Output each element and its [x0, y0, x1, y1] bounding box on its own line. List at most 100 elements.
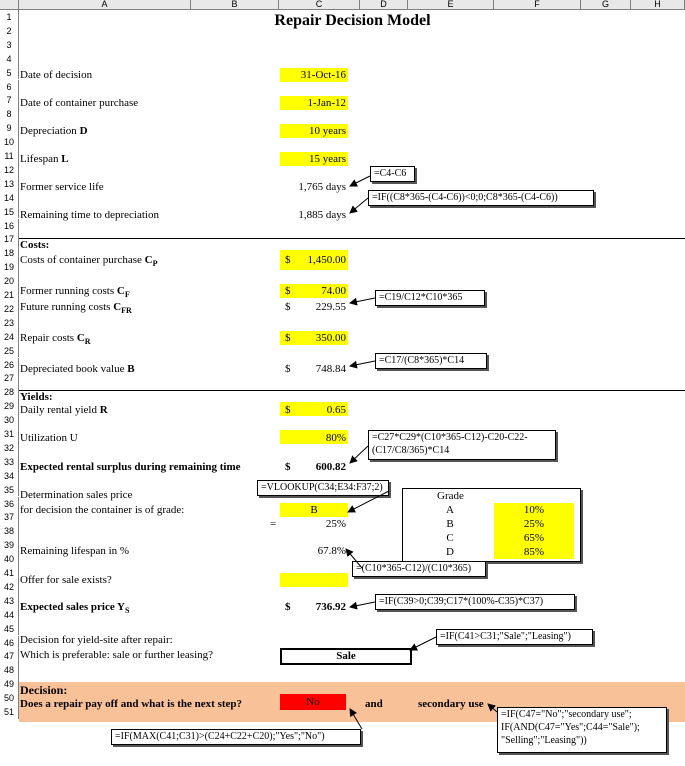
- row-header-41[interactable]: 41: [0, 566, 19, 580]
- row-header-48[interactable]: 48: [0, 663, 19, 678]
- cell-c19-bg[interactable]: [280, 284, 348, 298]
- cell-c8[interactable]: 10 years: [309, 125, 346, 137]
- row-header-32[interactable]: 32: [0, 440, 19, 455]
- row-header-14[interactable]: 14: [0, 190, 19, 205]
- column-header-b[interactable]: B: [191, 0, 279, 10]
- row-header-3[interactable]: 3: [0, 37, 19, 52]
- select-all-corner[interactable]: [0, 0, 19, 10]
- row-header-51[interactable]: 51: [0, 705, 19, 719]
- row-header-7[interactable]: 7: [0, 93, 19, 108]
- cell-c44-sale[interactable]: Sale: [280, 648, 412, 665]
- row-header-29[interactable]: 29: [0, 399, 19, 414]
- cell-c22[interactable]: 350.00: [315, 332, 346, 344]
- cell-c29[interactable]: 80%: [325, 432, 346, 444]
- row-header-25[interactable]: 25: [0, 343, 19, 358]
- row-header-40[interactable]: 40: [0, 552, 19, 566]
- column-header-f[interactable]: F: [494, 0, 581, 10]
- column-header-c[interactable]: C: [279, 0, 360, 10]
- row-header-44[interactable]: 44: [0, 607, 19, 622]
- row-header-21[interactable]: 21: [0, 288, 19, 302]
- cell-c8-bg[interactable]: [280, 124, 348, 138]
- cell-c20[interactable]: 229.55: [315, 301, 346, 313]
- row-header-28[interactable]: 28: [0, 385, 19, 400]
- cell-c19[interactable]: 74.00: [321, 285, 346, 297]
- row-header-8[interactable]: 8: [0, 107, 19, 122]
- cell-c12[interactable]: 1,765 days: [298, 181, 346, 193]
- row-header-33[interactable]: 33: [0, 454, 19, 469]
- cell-c27-bg[interactable]: [280, 402, 348, 416]
- row-header-16[interactable]: 16: [0, 218, 19, 233]
- row-header-23[interactable]: 23: [0, 315, 19, 330]
- cell-c6-bg[interactable]: [280, 96, 348, 110]
- cell-c37[interactable]: 67.8%: [317, 545, 346, 557]
- row-header-4[interactable]: 4: [0, 51, 19, 66]
- row-header-27[interactable]: 27: [0, 371, 19, 386]
- row-header-35[interactable]: 35: [0, 482, 19, 497]
- row-header-39[interactable]: 39: [0, 538, 19, 553]
- row-header-22[interactable]: 22: [0, 301, 19, 316]
- row-header-49[interactable]: 49: [0, 677, 19, 692]
- row-header-5[interactable]: 5: [0, 65, 19, 80]
- cell-c35[interactable]: 25%: [325, 518, 346, 530]
- row-header-34[interactable]: 34: [0, 468, 19, 483]
- grade-c-pct[interactable]: 65%: [523, 532, 545, 544]
- column-header-a[interactable]: A: [19, 0, 191, 10]
- cell-c17[interactable]: 1,450.00: [307, 254, 347, 266]
- row-header-15[interactable]: 15: [0, 204, 19, 219]
- row-header-42[interactable]: 42: [0, 579, 19, 594]
- cell-c27[interactable]: 0.65: [326, 404, 346, 416]
- row-header-20[interactable]: 20: [0, 274, 19, 288]
- row-header-6[interactable]: 6: [0, 79, 19, 94]
- column-header-d[interactable]: D: [360, 0, 408, 10]
- cell-c31[interactable]: 600.82: [315, 461, 346, 473]
- cell-c29-bg[interactable]: [280, 430, 348, 444]
- row-header-31[interactable]: 31: [0, 427, 19, 441]
- row-header-1[interactable]: 1: [0, 10, 19, 24]
- label-secondary-use: secondary use: [418, 698, 484, 710]
- cell-c17-currency: $: [285, 254, 291, 266]
- cell-c24[interactable]: 748.84: [315, 363, 346, 375]
- row-header-38[interactable]: 38: [0, 524, 19, 539]
- cell-c6[interactable]: 1-Jan-12: [307, 97, 347, 109]
- row-header-10[interactable]: 10: [0, 135, 19, 149]
- column-header-g[interactable]: G: [581, 0, 631, 10]
- row-header-12[interactable]: 12: [0, 162, 19, 177]
- cell-c34-bg[interactable]: [280, 503, 348, 517]
- row-header-45[interactable]: 45: [0, 621, 19, 636]
- column-header-e[interactable]: E: [408, 0, 494, 10]
- cell-c19-currency: $: [285, 285, 291, 297]
- row-header-46[interactable]: 46: [0, 635, 19, 650]
- grade-a-pct[interactable]: 10%: [523, 504, 545, 516]
- row-header-19[interactable]: 19: [0, 260, 19, 275]
- cell-c10-bg[interactable]: [280, 152, 348, 166]
- cell-c4-bg[interactable]: [280, 68, 348, 82]
- row-header-18[interactable]: 18: [0, 246, 19, 261]
- formula-callout-c24: =C17/(C8*365)*C14: [375, 353, 487, 369]
- row-header-17[interactable]: 17: [0, 232, 19, 247]
- grade-d-pct[interactable]: 85%: [523, 546, 545, 558]
- cell-c34[interactable]: B: [310, 504, 318, 516]
- grade-table-header: Grade: [437, 490, 464, 502]
- row-header-47[interactable]: 47: [0, 649, 19, 664]
- cell-c47-no[interactable]: No: [280, 694, 346, 710]
- row-header-26[interactable]: 26: [0, 357, 19, 372]
- cell-c17-bg[interactable]: [280, 250, 348, 270]
- row-header-37[interactable]: 37: [0, 510, 19, 525]
- row-header-9[interactable]: 9: [0, 121, 19, 136]
- row-header-36[interactable]: 36: [0, 496, 19, 511]
- cell-c4[interactable]: 31-Oct-16: [300, 69, 346, 81]
- row-header-2[interactable]: 2: [0, 23, 19, 38]
- row-header-30[interactable]: 30: [0, 413, 19, 427]
- cell-c39-bg[interactable]: [280, 573, 348, 587]
- row-header-11[interactable]: 11: [0, 149, 19, 163]
- cell-c41[interactable]: 736.92: [315, 601, 346, 613]
- row-header-13[interactable]: 13: [0, 176, 19, 191]
- row-header-24[interactable]: 24: [0, 329, 19, 344]
- row-header-43[interactable]: 43: [0, 593, 19, 608]
- cell-c10[interactable]: 15 years: [309, 153, 346, 165]
- row-header-50[interactable]: 50: [0, 691, 19, 705]
- cell-c22-bg[interactable]: [280, 331, 348, 345]
- cell-c14[interactable]: 1,885 days: [298, 209, 346, 221]
- grade-b-pct[interactable]: 25%: [523, 518, 545, 530]
